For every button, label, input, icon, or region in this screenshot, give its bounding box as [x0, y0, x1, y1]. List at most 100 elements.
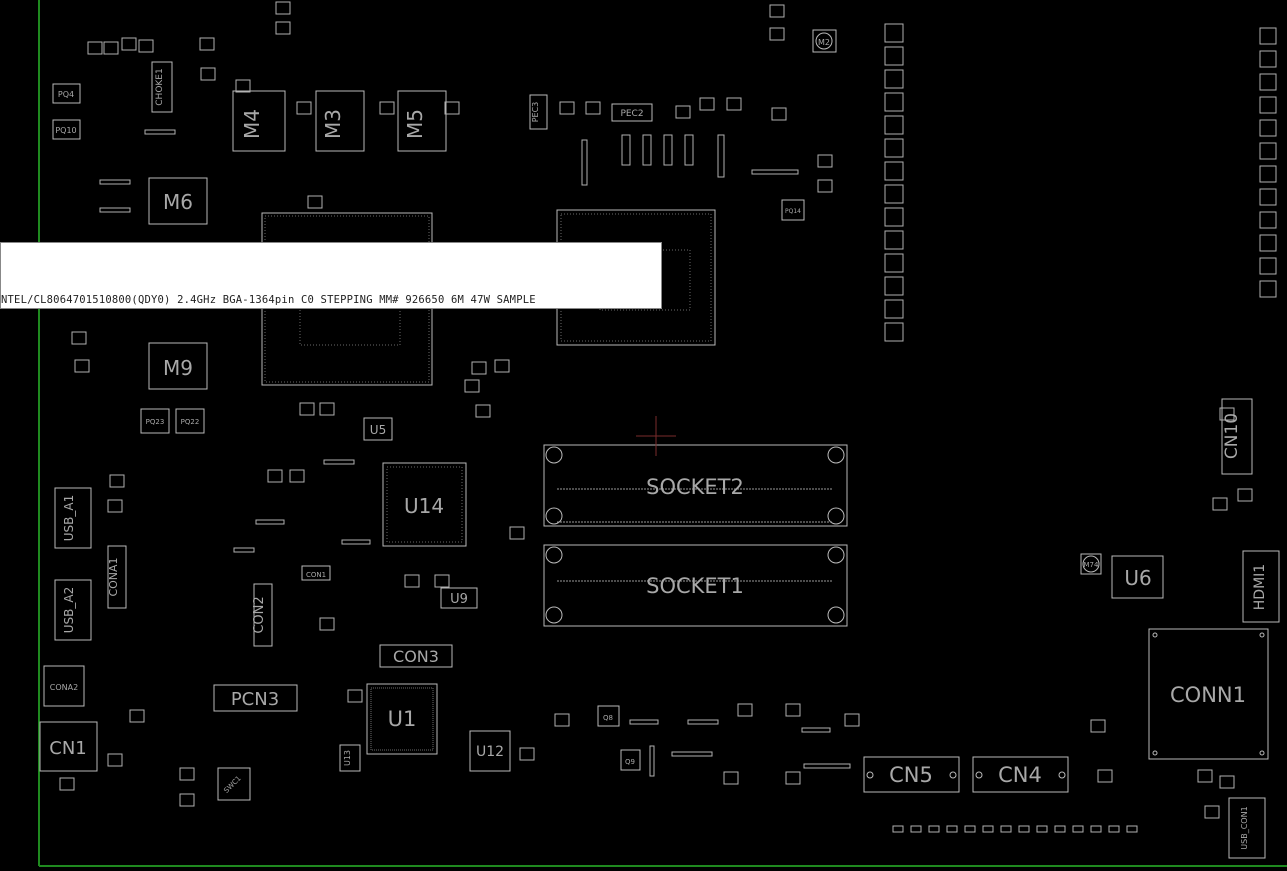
component-Q9[interactable]: Q9 [620, 749, 641, 771]
component-U14[interactable]: U14 [382, 462, 467, 547]
component-U13[interactable]: U13 [339, 744, 361, 772]
svg-text:M2: M2 [818, 38, 830, 47]
component-U5[interactable]: U5 [363, 417, 393, 441]
passive-pad [1259, 142, 1277, 160]
svg-text:U14: U14 [404, 494, 444, 518]
component-USB_CON1[interactable]: USB_CON1 [1228, 797, 1266, 859]
passive-pad [199, 37, 215, 51]
component-CONA2[interactable]: CONA2 [43, 665, 85, 707]
component-CON2[interactable]: CON2 [252, 583, 273, 647]
component-U1[interactable]: U1 [366, 683, 438, 755]
passive-pad [1097, 769, 1113, 783]
component-PQ14[interactable]: PQ14 [781, 199, 805, 221]
svg-text:CONA2: CONA2 [50, 683, 78, 692]
component-M2[interactable]: M2 [812, 29, 837, 53]
svg-text:CONN1: CONN1 [1170, 683, 1246, 707]
svg-text:PQ14: PQ14 [785, 208, 801, 215]
passive-pad [817, 154, 833, 168]
passive-pad [1259, 280, 1277, 298]
passive-pad [769, 27, 785, 41]
passive-pad [1259, 73, 1277, 91]
svg-text:PCN3: PCN3 [231, 689, 279, 710]
passive-pad [771, 107, 787, 121]
component-USB_A1[interactable]: USB_A1 [54, 487, 92, 549]
passive-pad [475, 404, 491, 418]
passive-pad [1036, 825, 1048, 833]
passive-pad [675, 105, 691, 119]
svg-text:CONA1: CONA1 [107, 557, 120, 596]
svg-text:SWC1: SWC1 [222, 774, 242, 794]
passive-pad [1237, 488, 1253, 502]
component-M9[interactable]: M9 [148, 342, 208, 390]
passive-pad [323, 459, 355, 465]
svg-text:PQ22: PQ22 [181, 418, 200, 426]
passive-pad [464, 379, 480, 393]
passive-pad [1000, 825, 1012, 833]
component-PQ23[interactable]: PQ23 [140, 408, 170, 434]
passive-pad [884, 115, 904, 135]
svg-text:HDMI1: HDMI1 [1252, 564, 1268, 610]
passive-pad [1259, 119, 1277, 137]
component-CN5[interactable]: CN5 [863, 756, 960, 793]
passive-pad [1090, 825, 1102, 833]
component-U12[interactable]: U12 [469, 730, 511, 772]
component-PCN3[interactable]: PCN3 [213, 684, 298, 712]
svg-text:CON3: CON3 [393, 647, 439, 666]
passive-pad [892, 825, 904, 833]
component-PQ10[interactable]: PQ10 [52, 119, 81, 140]
passive-pad [519, 747, 535, 761]
passive-pad [629, 719, 659, 725]
component-M5[interactable]: M5 [397, 90, 447, 152]
component-PQ22[interactable]: PQ22 [175, 408, 205, 434]
component-M4[interactable]: M4 [232, 90, 286, 152]
passive-pad [179, 793, 195, 807]
component-PEC3[interactable]: PEC3 [529, 94, 548, 130]
passive-pad [319, 617, 335, 631]
passive-pad [1204, 805, 1220, 819]
component-CONN1[interactable]: CONN1 [1148, 628, 1269, 760]
passive-pad [649, 745, 655, 777]
passive-pad [275, 1, 291, 15]
passive-pad [99, 179, 131, 185]
component-PQ4[interactable]: PQ4 [52, 83, 81, 104]
svg-text:U1: U1 [388, 707, 417, 731]
component-SOCKET1[interactable]: SOCKET1 [543, 544, 848, 627]
passive-pad [699, 97, 715, 111]
component-Q8[interactable]: Q8 [597, 705, 620, 727]
component-M6[interactable]: M6 [148, 177, 208, 225]
component-CON1[interactable]: CON1 [301, 565, 331, 581]
passive-pad [289, 469, 305, 483]
passive-pad [723, 771, 739, 785]
passive-pad [884, 322, 904, 342]
component-CN1[interactable]: CN1 [39, 721, 98, 772]
passive-pad [884, 253, 904, 273]
passive-pad [444, 101, 460, 115]
component-SOCKET2[interactable]: SOCKET2 [543, 444, 848, 527]
passive-pad [687, 719, 719, 725]
svg-text:M5: M5 [403, 109, 427, 139]
crosshair-cursor-icon [636, 416, 676, 456]
component-U9[interactable]: U9 [440, 587, 478, 609]
passive-pad [341, 539, 371, 545]
component-CN10[interactable]: CN10 [1221, 398, 1253, 475]
component-CONA1[interactable]: CONA1 [107, 545, 127, 609]
passive-pad [1259, 211, 1277, 229]
component-CHOKE1[interactable]: CHOKE1 [151, 61, 173, 113]
passive-pad [1108, 825, 1120, 833]
svg-text:U13: U13 [343, 750, 352, 766]
component-HDMI1[interactable]: HDMI1 [1242, 550, 1280, 623]
passive-pad [471, 361, 487, 375]
component-PEC2[interactable]: PEC2 [611, 103, 653, 122]
component-M3[interactable]: M3 [315, 90, 365, 152]
component-SWC1[interactable]: SWC1 [217, 767, 251, 801]
passive-pad [179, 767, 195, 781]
component-M74[interactable]: M74 [1080, 553, 1102, 575]
component-U6[interactable]: U6 [1111, 555, 1164, 599]
passive-pad [1259, 96, 1277, 114]
component-CN4[interactable]: CN4 [972, 756, 1069, 793]
component-CON3[interactable]: CON3 [379, 644, 453, 668]
component-USB_A2[interactable]: USB_A2 [54, 579, 92, 641]
passive-pad [884, 161, 904, 181]
